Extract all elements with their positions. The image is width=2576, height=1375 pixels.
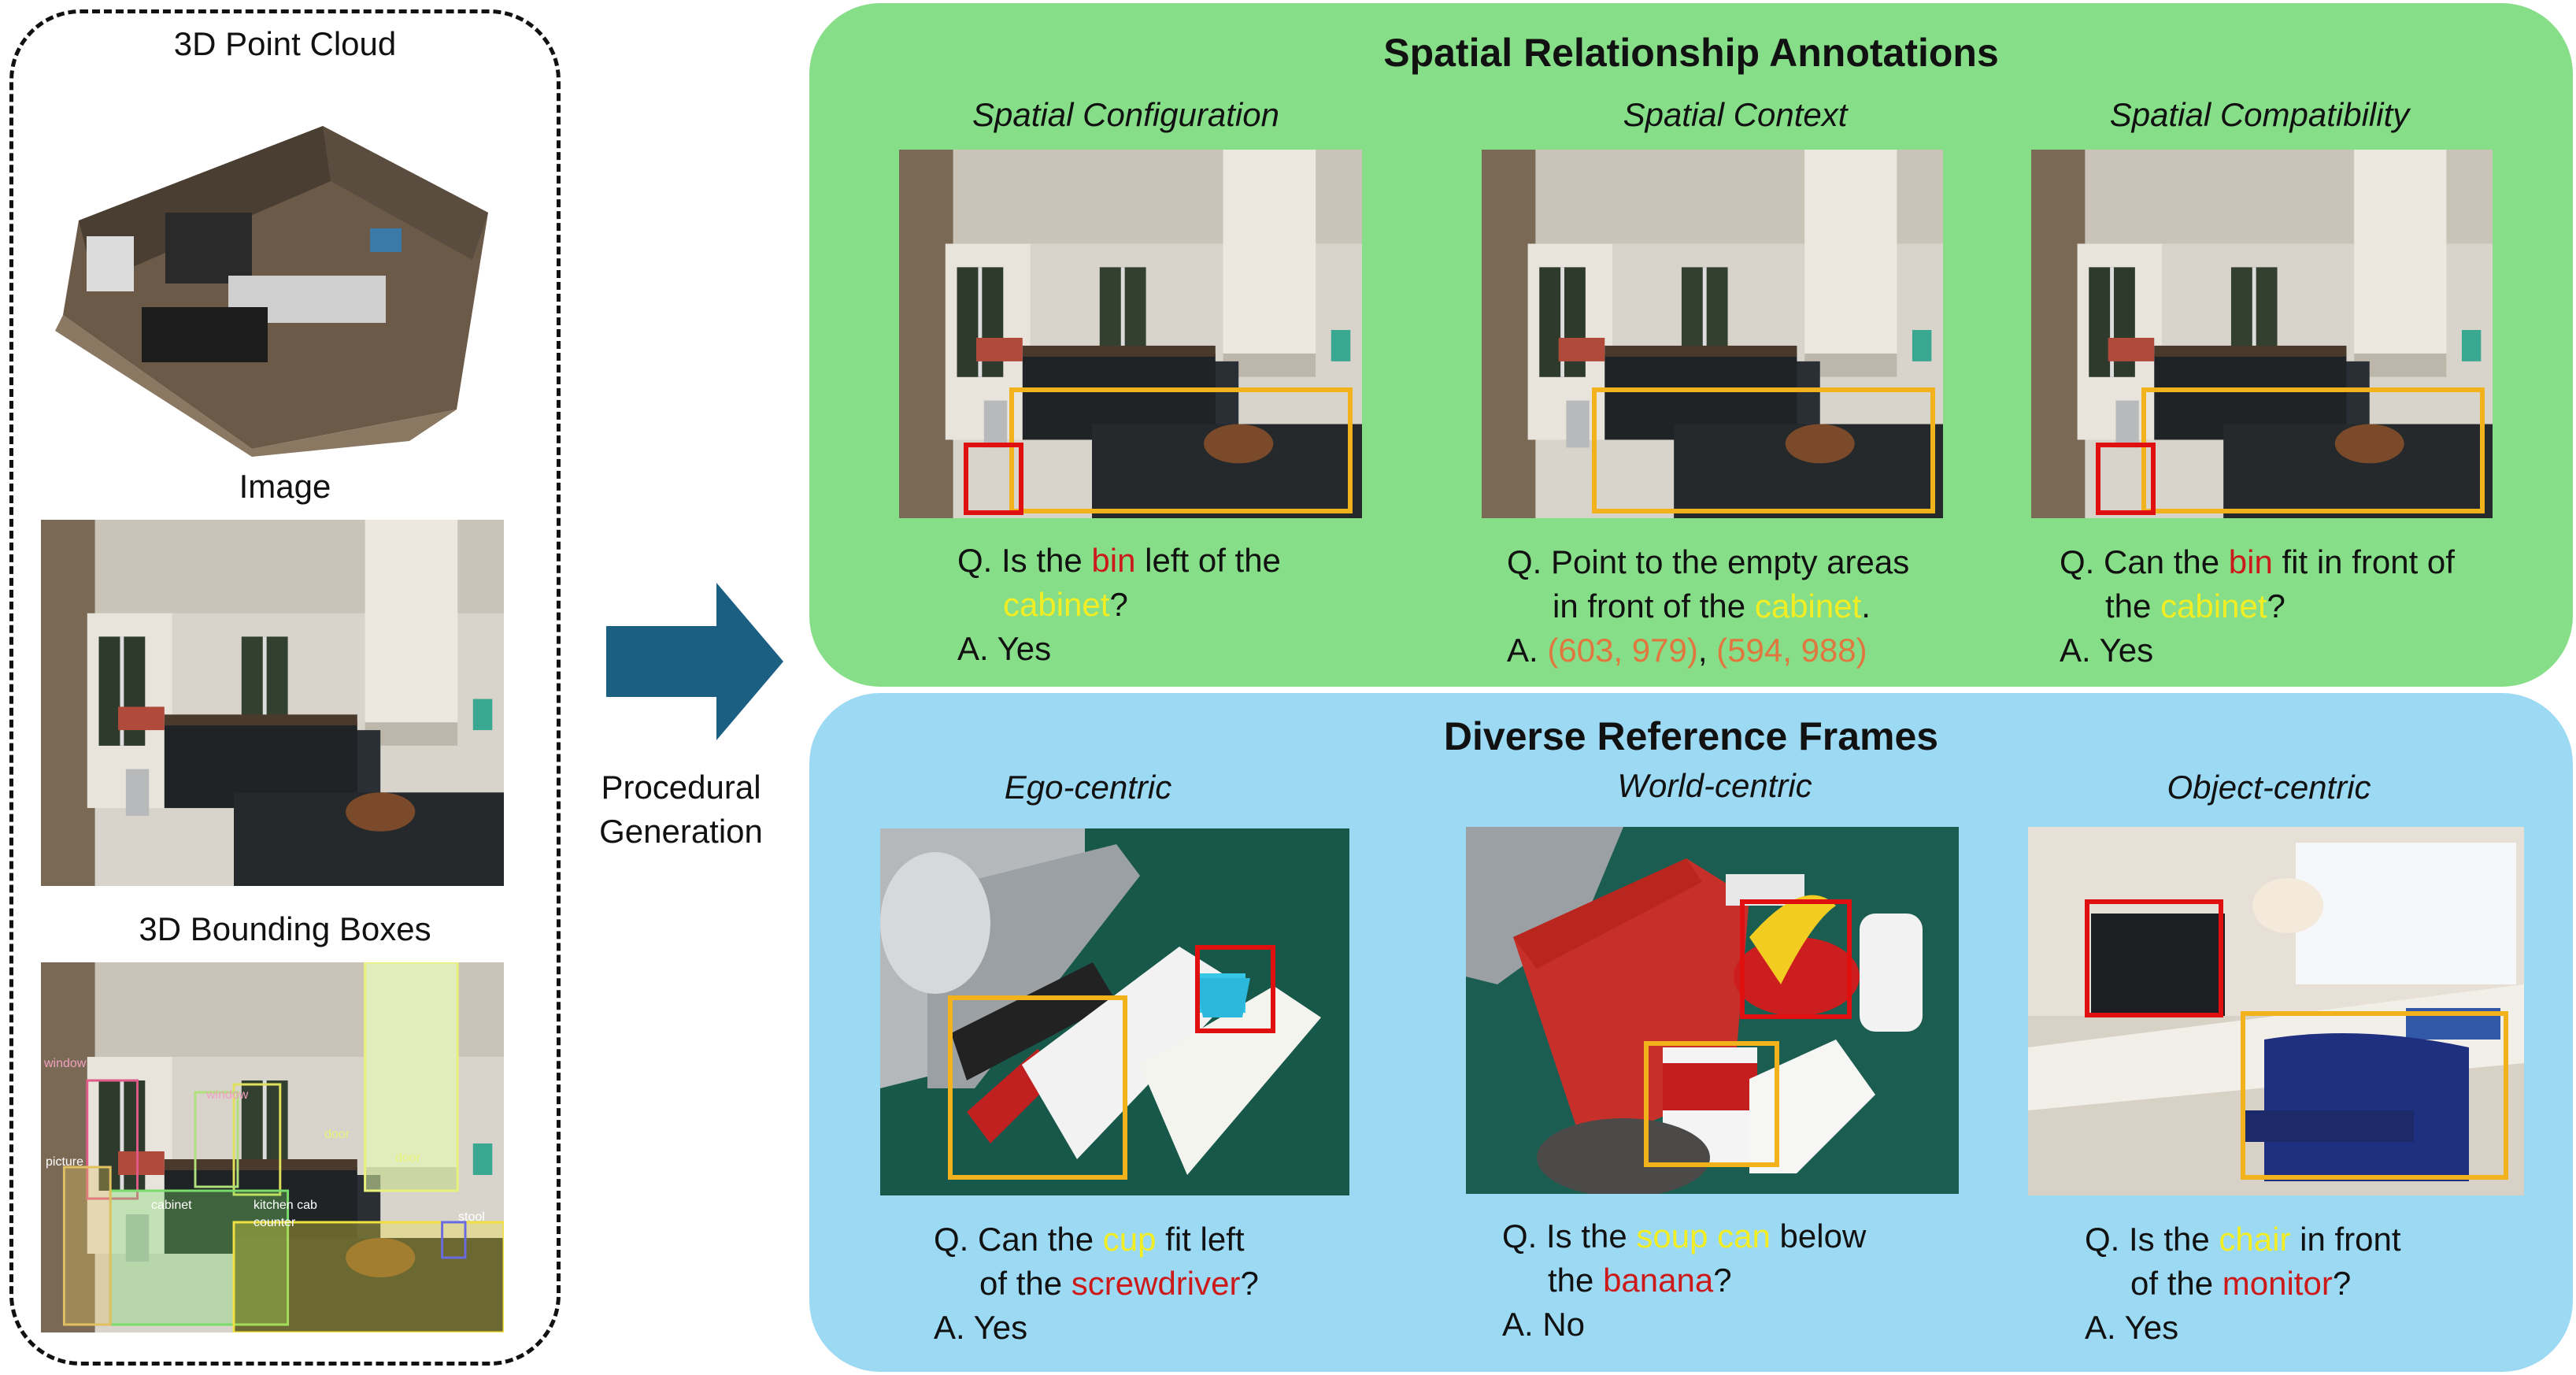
bbox-tag: picture [46,1155,84,1169]
question-answer: Q. Can the cup fit left of the screwdriv… [934,1221,1259,1346]
question-answer: Q. Point to the empty areas in front of … [1507,543,1910,669]
column-subtitle: Spatial Compatibility [2109,96,2410,133]
kitchen-image [2031,150,2493,518]
bin-box [964,443,1023,515]
bin-box [2096,443,2156,515]
kitchen-image [1482,150,1943,518]
column-subtitle: Object-centric [2167,769,2371,806]
panel-title: Diverse Reference Frames [1443,714,1939,758]
column-subtitle: Ego-centric [1004,769,1172,806]
world-centric-image [1466,827,1959,1194]
column-subtitle: Spatial Configuration [972,96,1279,133]
input-panel [9,9,561,1366]
question-answer: Q. Is the chair in front of the monitor?… [2085,1221,2401,1346]
procedural-arrow [606,583,787,740]
point-cloud-image [47,79,504,457]
question-answer: Q. Is the soup can below the banana? A. … [1502,1217,1867,1343]
bbox-tag: kitchen cab [254,1199,317,1212]
column-subtitle: World-centric [1617,767,1812,804]
cabinet-box [1009,387,1353,513]
cabinet-box [2141,387,2485,513]
question-answer: Q. Can the bin fit in front of the cabin… [2060,543,2455,669]
bbox-label: 3D Bounding Boxes [139,910,431,947]
panel-title: Spatial Relationship Annotations [1383,31,1999,75]
bbox-tag: counter [254,1216,296,1229]
bbox-tag: cabinet [151,1199,192,1212]
chair-box [2241,1011,2508,1180]
monitor-box [2085,899,2223,1017]
kitchen-image [899,150,1362,518]
question-answer: Q. Is the bin left of the cabinet? A. Ye… [957,542,1281,667]
point-cloud-label: 3D Point Cloud [173,25,397,62]
screwdriver-box [948,995,1127,1180]
bbox-tag: window [44,1057,87,1070]
ego-centric-image [880,828,1349,1195]
bbox-image: window window door door picture cabinet … [41,962,504,1332]
bbox-tag: door [324,1128,350,1141]
cup-box [1195,945,1275,1033]
cabinet-box [1592,387,1935,513]
column-subtitle: Spatial Context [1623,96,1848,133]
bbox-tag: stool [458,1210,485,1224]
soup-can-box [1644,1041,1779,1167]
bbox-tag: window [206,1088,249,1102]
kitchen-image [41,520,504,886]
bbox-tag: door [395,1151,421,1165]
image-label: Image [239,468,331,505]
banana-box [1740,899,1852,1019]
object-centric-image [2028,827,2524,1195]
procedural-generation-label: Procedural Generation [599,769,763,850]
